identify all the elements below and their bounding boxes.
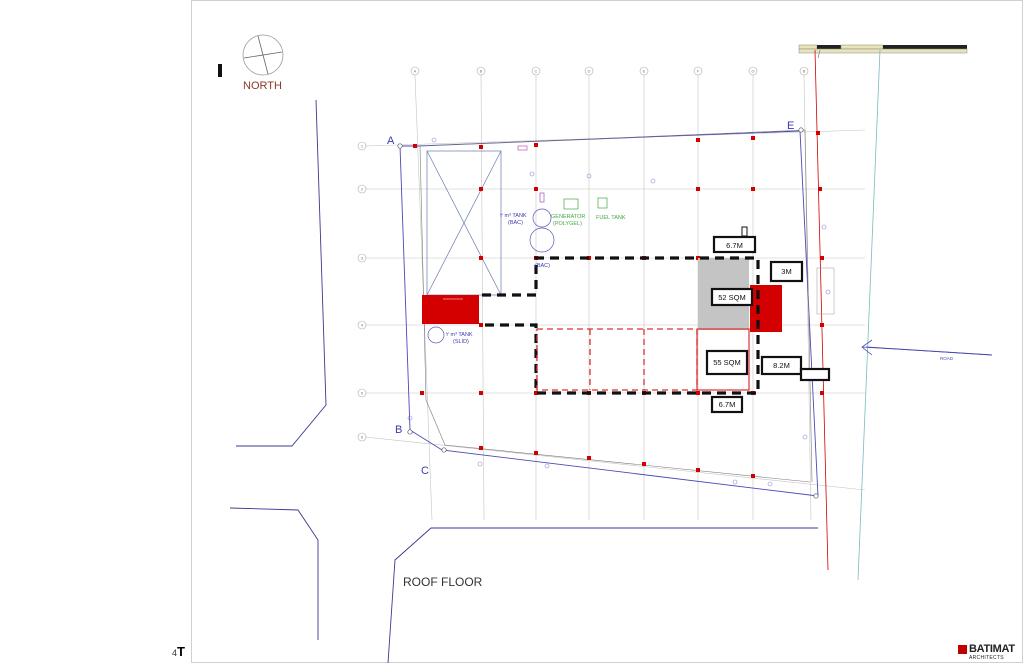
water-tank-icon xyxy=(532,208,552,228)
dim-area-lower: 55 SQM xyxy=(713,358,741,367)
generator-icon xyxy=(563,198,579,210)
dim-top-width: 6.7M xyxy=(726,241,743,250)
north-arrow-icon xyxy=(242,34,284,76)
proposed-area-outline xyxy=(536,328,698,391)
floor-label: ROOF FLOOR xyxy=(403,575,483,589)
dim-box-bottom xyxy=(710,395,744,414)
dim-box-area-lower xyxy=(705,349,749,376)
page-number: 4T xyxy=(172,644,185,659)
dim-box-right xyxy=(760,355,803,376)
roof-enclosure-outline xyxy=(482,256,760,395)
fuel-tank-icon xyxy=(597,197,608,209)
road-arrow-icon xyxy=(861,339,993,356)
roof-drains xyxy=(407,137,831,487)
dim-side-width: 3M xyxy=(781,267,791,276)
brand-name: BATIMAT xyxy=(969,643,1015,655)
tank3-label: (BAC) xyxy=(535,263,550,269)
point-label-c: C xyxy=(421,465,429,477)
dim-box-side xyxy=(769,260,804,283)
street-outlines xyxy=(229,99,993,663)
generator-sublabel: (POLYGEL) xyxy=(553,221,582,227)
grid-col-label: B xyxy=(480,69,483,74)
grid-row-label: 2 xyxy=(361,187,364,192)
dimension-boxes xyxy=(705,235,831,414)
generator-label: GENERATOR xyxy=(551,214,585,220)
tank2-sublabel: (SLID) xyxy=(453,339,469,345)
dim-box-top xyxy=(712,235,757,254)
fuel-tank-label: FUEL TANK xyxy=(596,215,626,221)
grid-row-label: 5 xyxy=(361,391,364,396)
dim-area-upper: 52 SQM xyxy=(718,293,746,302)
setback-lines xyxy=(814,49,881,581)
dim-right-width: 8.2M xyxy=(773,361,790,370)
grid-col-label: D xyxy=(588,69,591,74)
road-label: ROAD xyxy=(940,356,954,361)
boundary-points xyxy=(397,127,819,499)
point-label-e: E xyxy=(787,120,794,132)
north-marker-icon xyxy=(218,64,222,77)
grid-row-label: 4 xyxy=(361,323,364,328)
grid-row-label: 6 xyxy=(361,435,364,440)
tank2-label: ٢ m³ TANK xyxy=(446,332,473,338)
grid-col-label: G xyxy=(751,69,754,74)
page-number-letter: T xyxy=(177,644,185,659)
area-55-outline xyxy=(696,328,750,391)
brand-logo-icon xyxy=(958,645,967,654)
water-tank-icon xyxy=(427,326,445,344)
point-label-a: A xyxy=(387,135,395,147)
dim-box-small xyxy=(799,367,831,382)
dim-box-area-upper xyxy=(710,287,754,307)
stair-void xyxy=(426,150,502,296)
water-tank-icon xyxy=(529,227,555,253)
brand-subtitle: ARCHITECTS xyxy=(969,655,1004,661)
grid-col-label: E xyxy=(643,69,646,74)
point-label-b: B xyxy=(395,424,402,436)
drawing-sheet xyxy=(191,0,1023,663)
tank1-label: ٢ m³ TANK xyxy=(500,213,527,219)
page-number-digit: 4 xyxy=(172,648,178,658)
tank1-sublabel: (BAC) xyxy=(508,220,523,226)
grid-row-label: 3 xyxy=(361,256,364,261)
plot-boundary-inner xyxy=(419,129,813,483)
grid-col-label: A xyxy=(414,69,417,74)
grid-col-label: C xyxy=(535,69,538,74)
grid-row-bubbles xyxy=(357,141,367,442)
grid-col-label: B xyxy=(803,69,806,74)
grid-column-bubbles xyxy=(410,66,809,76)
stair-block xyxy=(750,285,782,332)
north-label: NORTH xyxy=(243,80,282,92)
tank-room-block xyxy=(422,295,479,324)
dim-bottom-width: 6.7M xyxy=(719,400,736,409)
grid-row-label: 1 xyxy=(361,144,364,149)
grid-col-label: F xyxy=(697,69,700,74)
plot-boundary xyxy=(399,130,819,497)
equipment xyxy=(427,145,835,344)
scale-bar xyxy=(798,44,968,54)
